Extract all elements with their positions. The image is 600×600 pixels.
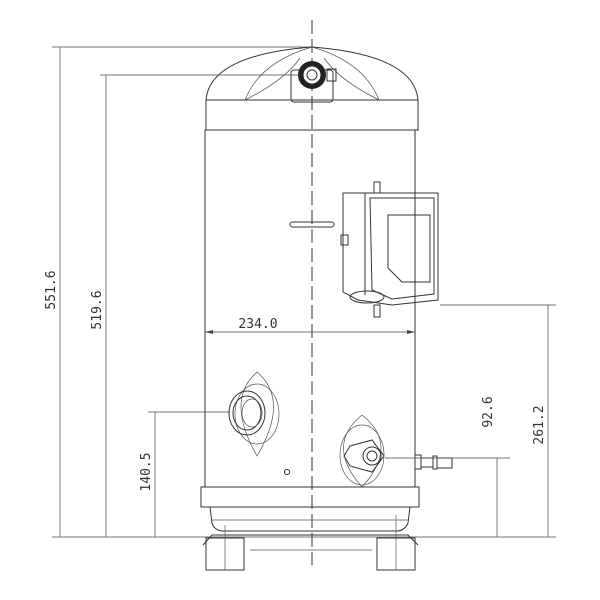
dim-top-fitting-height: 519.6	[90, 290, 105, 329]
dim-terminal-box-height: 261.2	[532, 405, 547, 444]
shell-body	[204, 130, 416, 487]
discharge-fitting	[339, 414, 453, 488]
dimension-lines	[52, 46, 556, 538]
discharge-fitting-top	[290, 61, 337, 103]
dim-suction-height: 140.5	[139, 452, 154, 491]
dim-overall-height: 551.6	[44, 270, 59, 309]
suction-fitting	[228, 371, 280, 457]
base	[200, 486, 420, 571]
terminal-box	[340, 181, 439, 318]
dim-discharge-height: 92.6	[481, 396, 496, 427]
dim-body-diameter: 234.0	[238, 317, 277, 332]
